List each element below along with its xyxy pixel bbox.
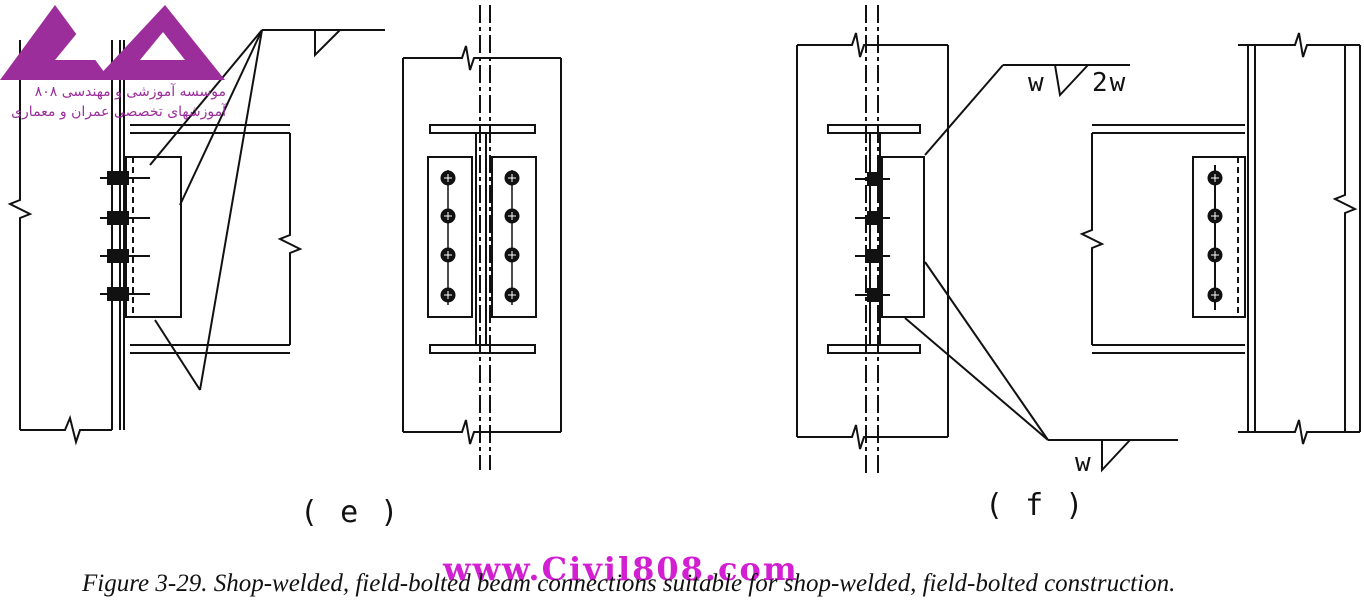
bolts-e-left [440, 170, 456, 305]
bolts-e-right [504, 170, 520, 305]
view-e-side [7, 29, 385, 446]
watermark: www.Civil808.com [443, 550, 799, 588]
view-f-front [796, 5, 1178, 475]
view-label-f: ( f ) [985, 488, 1086, 523]
logo-text-line2: آموزشهای تخصصی عمران و معماری [11, 104, 226, 120]
logo-text-line1: موسسه آموزشی و مهندسی ۸۰۸ [34, 84, 226, 100]
weld-symbol-bottom-w: w [1075, 448, 1091, 478]
weld-symbol-w: w [1028, 68, 1044, 98]
view-label-e: ( e ) [300, 495, 401, 530]
institute-logo [0, 5, 225, 80]
view-e-front [402, 5, 562, 470]
weld-symbol-2w: 2w [1092, 68, 1128, 98]
view-f-side [1079, 32, 1361, 445]
figure-caption: Figure 3-29. Shop-welded, field-bolted b… [82, 570, 1176, 597]
